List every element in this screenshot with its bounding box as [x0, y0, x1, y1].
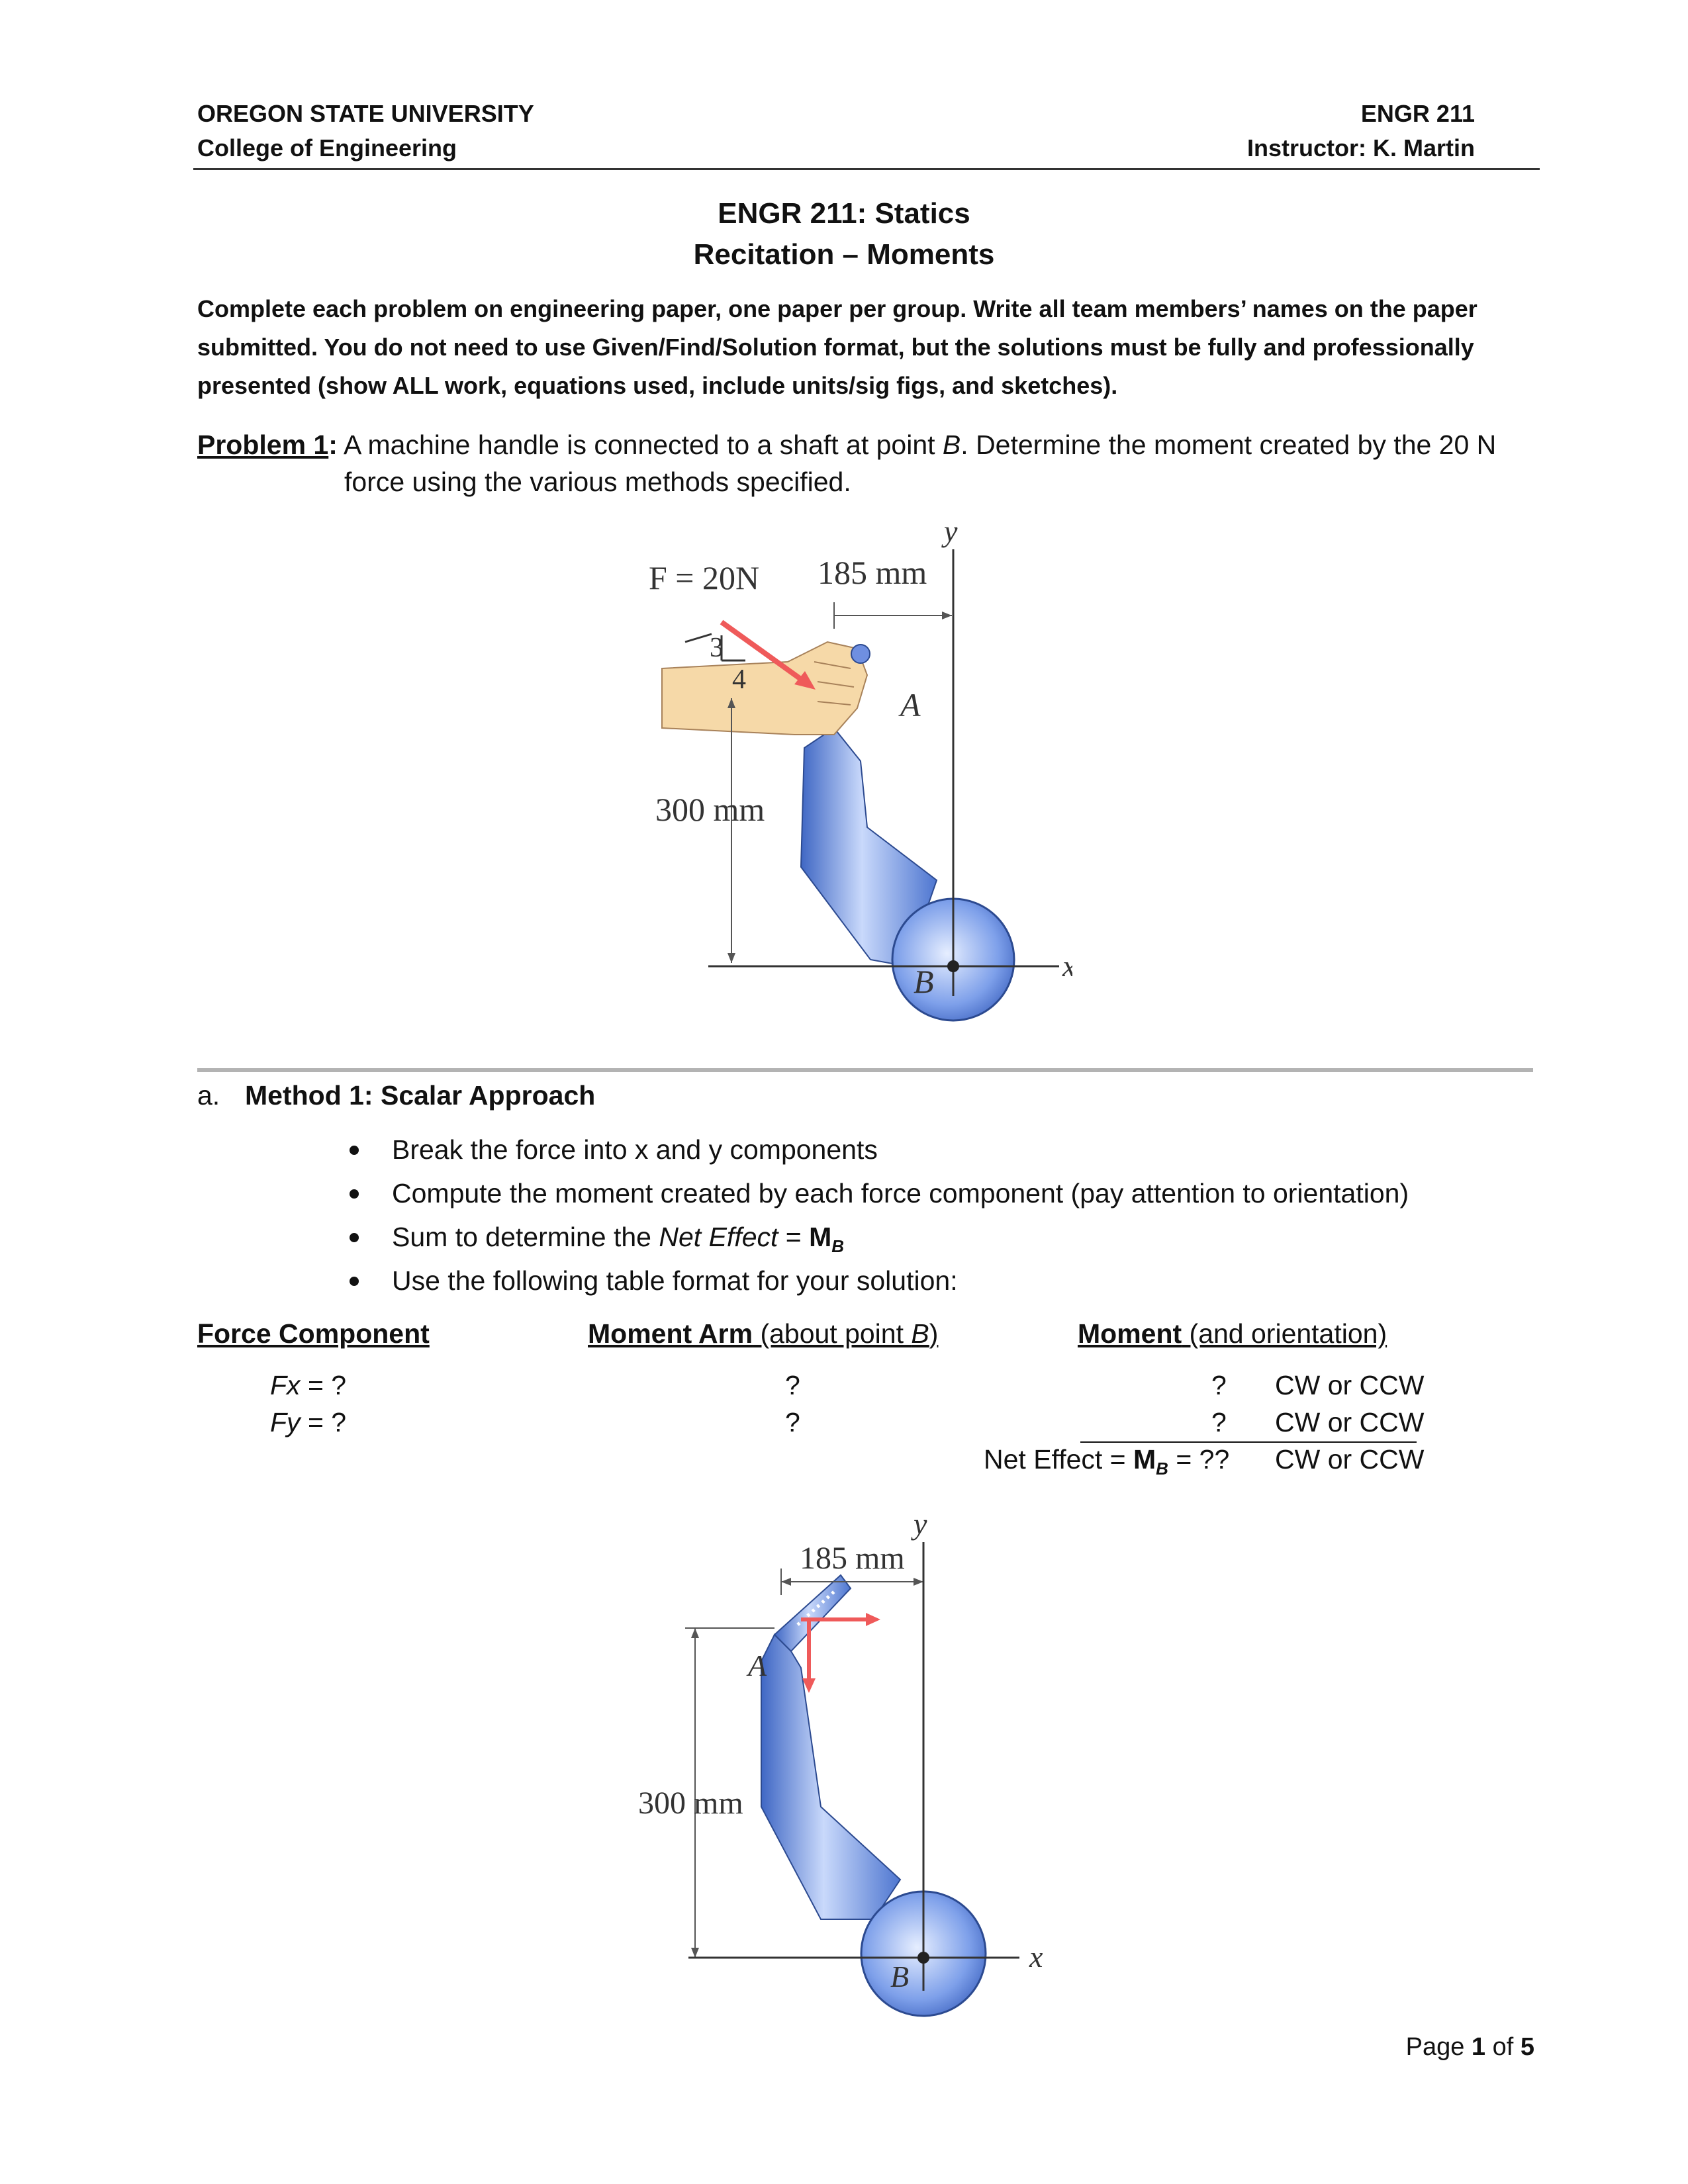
- dim-300-label: 300 mm: [638, 1786, 743, 1821]
- force-label: F = 20N: [649, 559, 759, 596]
- header-rule: [193, 168, 1540, 170]
- handle-arm: [761, 1633, 902, 1920]
- page-title: ENGR 211: Statics: [718, 197, 970, 230]
- bullet-dot: [350, 1189, 359, 1199]
- problem-1-colon: :: [328, 430, 338, 460]
- sum-rule: [1080, 1441, 1417, 1443]
- row-fx-orient: CW or CCW: [1275, 1370, 1425, 1400]
- net-effect-row: Net Effect = MB = ??: [984, 1444, 1229, 1479]
- problem-1-text-b: . Determine the moment created by the 20…: [961, 430, 1497, 460]
- slope-3: 3: [710, 633, 724, 663]
- row-fy-arm: ?: [785, 1407, 800, 1437]
- dim-185-label: 185 mm: [800, 1541, 905, 1576]
- net-effect-m: M: [1133, 1444, 1156, 1475]
- bullet-4: Use the following table format for your …: [392, 1265, 958, 1296]
- col-moment-rest: (and orientation): [1182, 1318, 1387, 1349]
- fx-label: Fx: [270, 1370, 301, 1400]
- problem-1-text-a: A machine handle is connected to a shaft…: [344, 430, 943, 460]
- net-effect-sub: B: [1156, 1459, 1168, 1479]
- col-moment-arm-pre: (about point: [753, 1318, 912, 1349]
- row-fx-arm: ?: [785, 1370, 800, 1400]
- bullet-2: Compute the moment created by each force…: [392, 1178, 1409, 1208]
- row-fy-component: Fy = ?: [270, 1407, 346, 1438]
- page-total: 5: [1520, 2033, 1534, 2061]
- problem-1-statement: Problem 1: A machine handle is connected…: [197, 426, 1548, 463]
- bullet-dot: [350, 1277, 359, 1286]
- bullet-3-m: M: [809, 1222, 832, 1252]
- point-a-label: A: [898, 686, 921, 723]
- col-moment-arm-bold: Moment Arm: [588, 1318, 753, 1349]
- point-b-label: B: [914, 963, 934, 1000]
- axis-x-label: x: [1029, 1940, 1043, 1974]
- page-of: of: [1485, 2033, 1521, 2061]
- page-pre: Page: [1405, 2033, 1472, 2061]
- col-force-component: Force Component: [197, 1318, 430, 1349]
- bullet-3-sub: B: [831, 1236, 845, 1257]
- row-fx-moment: ?: [1211, 1370, 1227, 1400]
- bullet-3-ital: Net Effect: [659, 1222, 778, 1252]
- col-moment-arm-close: ): [929, 1318, 939, 1349]
- figure-2-force-components: 185 mm 300 mm A B x y: [638, 1507, 1043, 2017]
- bullet-3-eq: =: [778, 1222, 810, 1252]
- problem-1-label: Problem 1: [197, 430, 329, 460]
- page-number: Page 1 of 5: [1406, 2033, 1534, 2062]
- net-effect-eq: = ??: [1168, 1444, 1230, 1475]
- bullet-dot: [350, 1146, 359, 1155]
- fy-label: Fy: [270, 1407, 301, 1437]
- col-moment-arm: Moment Arm (about point B): [588, 1318, 938, 1349]
- col-moment-bold: Moment: [1078, 1318, 1182, 1349]
- bullet-dot: [350, 1233, 359, 1242]
- page-subtitle: Recitation – Moments: [693, 238, 995, 271]
- instructions: Complete each problem on engineering pap…: [197, 295, 1477, 399]
- hand: [661, 641, 868, 735]
- problem-1-point: B: [942, 430, 961, 460]
- col-moment-arm-point: B: [911, 1318, 929, 1349]
- bullet-3-pre: Sum to determine the: [392, 1222, 659, 1252]
- fy-eq: = ?: [300, 1407, 347, 1437]
- figure-1-machine-handle: 3 4 F = 20N 185 mm 300 mm A B x y: [649, 514, 1072, 1022]
- point-b-label: B: [890, 1960, 909, 1993]
- method-1-letter: a.: [197, 1080, 220, 1111]
- axis-y-label: y: [911, 1507, 927, 1541]
- force-arrow: [720, 619, 808, 686]
- dim-185-label: 185 mm: [818, 554, 927, 591]
- bullet-3: Sum to determine the Net Effect = MB: [392, 1222, 844, 1257]
- col-moment: Moment (and orientation): [1078, 1318, 1387, 1349]
- dim-300-label: 300 mm: [655, 791, 765, 828]
- handle-knob: [851, 644, 870, 664]
- method-1-heading: Method 1: Scalar Approach: [245, 1080, 596, 1111]
- net-effect-orient: CW or CCW: [1275, 1444, 1425, 1475]
- problem-1-statement-line2: force using the various methods specifie…: [344, 467, 851, 497]
- axis-y-label: y: [941, 514, 958, 548]
- net-effect-label: Net Effect =: [984, 1444, 1134, 1475]
- college-name: College of Engineering: [197, 134, 457, 161]
- row-fx-component: Fx = ?: [270, 1370, 346, 1401]
- section-divider: [197, 1068, 1533, 1072]
- university-name: OREGON STATE UNIVERSITY: [197, 100, 534, 127]
- slope-4: 4: [732, 664, 746, 695]
- point-a-label: A: [746, 1649, 767, 1682]
- row-fy-orient: CW or CCW: [1275, 1407, 1425, 1437]
- row-fy-moment: ?: [1211, 1407, 1227, 1437]
- course-code: ENGR 211: [1360, 100, 1475, 127]
- handle-grip: [773, 1574, 852, 1653]
- bullet-1: Break the force into x and y components: [392, 1134, 878, 1165]
- page-current: 1: [1471, 2033, 1486, 2061]
- fx-eq: = ?: [300, 1370, 347, 1400]
- axis-x-label: x: [1062, 949, 1072, 983]
- instructor-name: Instructor: K. Martin: [1246, 134, 1475, 161]
